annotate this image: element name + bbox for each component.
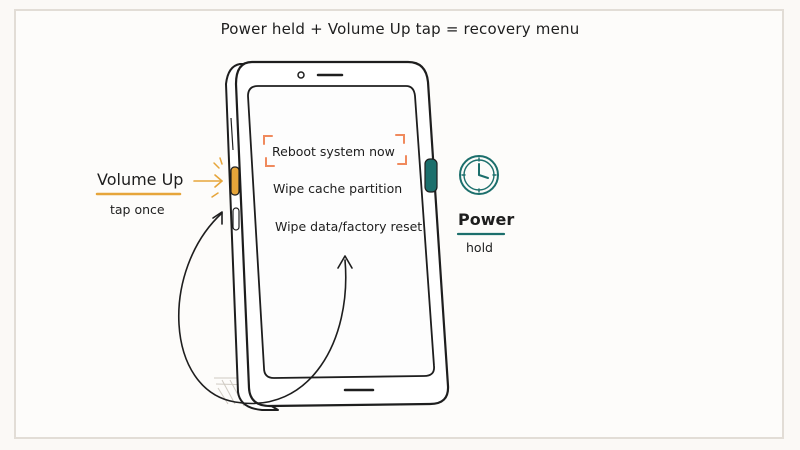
volume-up-label: Volume Up — [97, 170, 184, 189]
volume-up-sub-label: tap once — [110, 202, 165, 217]
tap-motion-lines — [211, 157, 223, 198]
power-sub-label: hold — [466, 240, 493, 255]
volume-up-button[interactable] — [230, 166, 240, 196]
side-groove — [230, 117, 234, 151]
selection-brackets — [263, 134, 407, 167]
diagram-title: Power held + Volume Up tap = recovery me… — [220, 20, 580, 38]
phone-screen — [247, 85, 435, 379]
power-button[interactable] — [424, 158, 438, 193]
front-camera — [297, 71, 305, 79]
menu-item-wipe-cache[interactable]: Wipe cache partition — [273, 181, 403, 196]
volume-down-button — [232, 207, 240, 231]
menu-item-factory-reset[interactable]: Wipe data/factory reset — [275, 219, 423, 234]
menu-item-reboot[interactable]: Reboot system now — [272, 144, 395, 159]
power-label: Power — [458, 210, 515, 229]
clock-icon — [459, 155, 499, 195]
loop-arrow — [177, 211, 353, 405]
volume-arrow — [193, 174, 223, 188]
